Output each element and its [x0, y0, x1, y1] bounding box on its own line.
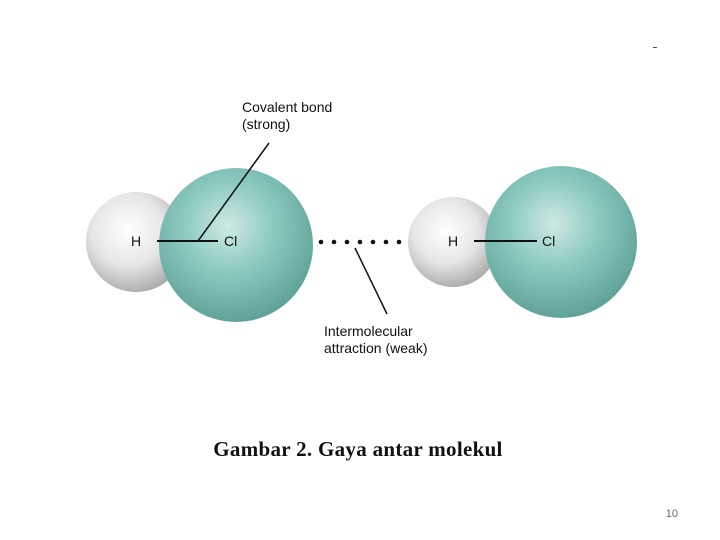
atom-label-cl-1: Cl	[224, 233, 237, 249]
covalent-bond-label-line1: Covalent bond	[242, 99, 332, 115]
molecule-2: H Cl	[408, 166, 637, 318]
intermolecular-label-line2: attraction (weak)	[324, 340, 427, 356]
chlorine-atom-1	[159, 168, 313, 322]
hydrogen-atom-1	[86, 192, 186, 292]
figure-caption: Gambar 2. Gaya antar molekul	[213, 437, 503, 461]
intermolecular-dots	[318, 239, 402, 245]
corner-dash-mark	[653, 47, 657, 48]
intermolecular-label-line1: Intermolecular	[324, 323, 413, 339]
chlorine-atom-2	[485, 166, 637, 318]
covalent-bond-label-line2: (strong)	[242, 116, 290, 132]
page-number: 10	[665, 508, 678, 520]
atom-label-h-2: H	[448, 233, 458, 249]
covalent-bond-pointer	[197, 142, 270, 242]
molecule-1: H Cl	[86, 168, 313, 322]
intermolecular-pointer	[354, 247, 388, 315]
atom-label-cl-2: Cl	[542, 233, 555, 249]
atom-label-h-1: H	[131, 233, 141, 249]
hydrogen-atom-2	[408, 197, 498, 287]
